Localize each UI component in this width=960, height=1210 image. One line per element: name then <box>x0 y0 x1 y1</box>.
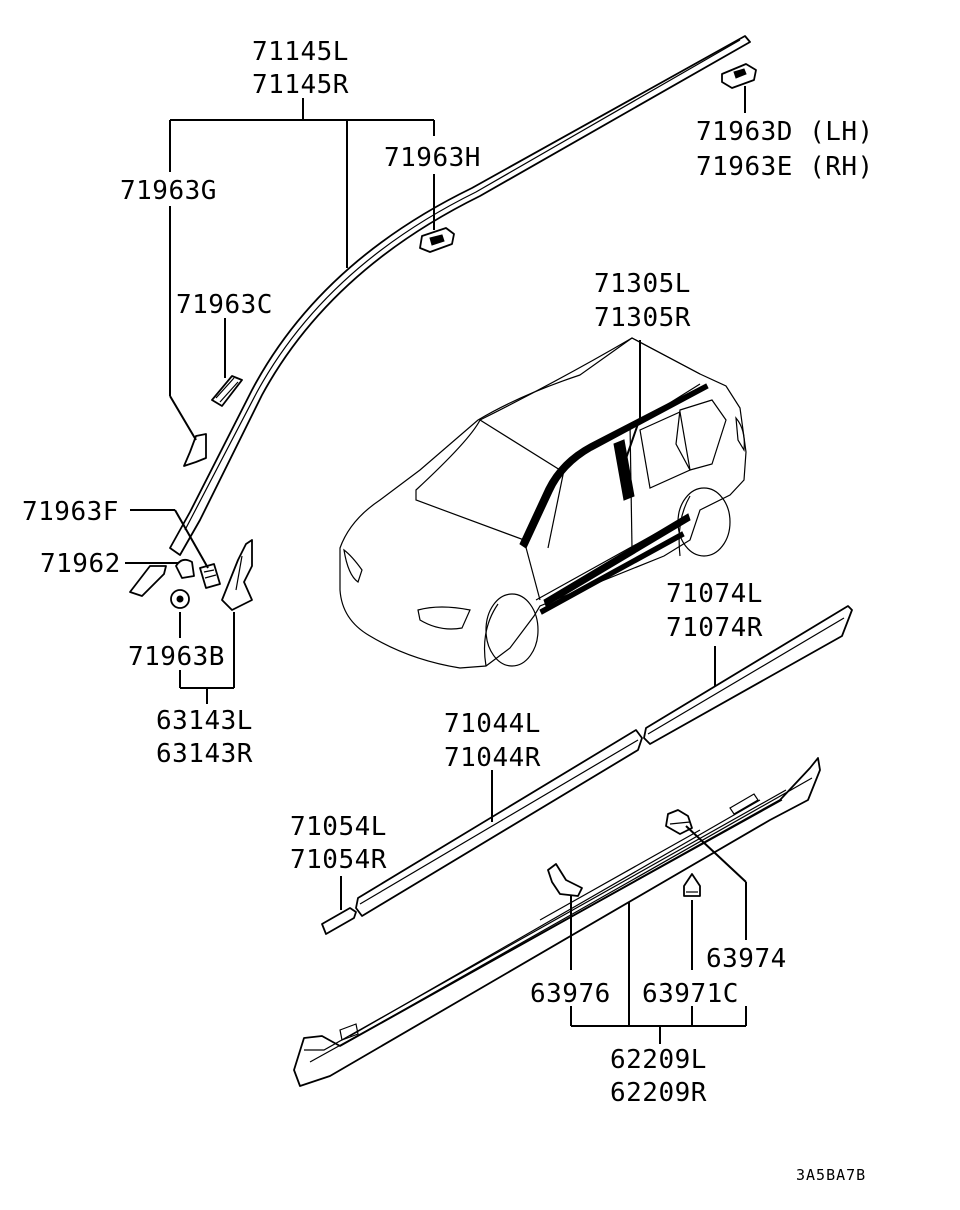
clip-71963h-icon[interactable] <box>419 227 455 253</box>
pillar-garnish[interactable] <box>221 539 253 611</box>
label-63974: 63974 <box>706 944 787 974</box>
label-71963e: 71963E (RH) <box>696 152 874 182</box>
label-71054l: 71054L <box>290 812 387 842</box>
clip-63974-icon[interactable] <box>665 809 693 835</box>
label-71963h: 71963H <box>384 143 481 173</box>
moulding-71054[interactable] <box>321 907 357 935</box>
label-71963f: 71963F <box>22 497 119 527</box>
label-62209l: 62209L <box>610 1045 707 1075</box>
label-71044l: 71044L <box>444 709 541 739</box>
label-71963c: 71963C <box>176 290 273 320</box>
label-71074r: 71074R <box>666 613 763 643</box>
clip-71963f-icon[interactable] <box>199 563 221 589</box>
label-71963d: 71963D (LH) <box>696 117 874 147</box>
side-sill-garnish[interactable] <box>293 757 821 1087</box>
label-63143l: 63143L <box>156 706 253 736</box>
clip-71963b-icon[interactable] <box>170 589 190 609</box>
clip-71962-icon[interactable] <box>175 558 195 579</box>
label-71074l: 71074L <box>666 579 763 609</box>
clip-71963d-icon[interactable] <box>721 63 757 89</box>
roof-moulding[interactable] <box>169 35 751 556</box>
diagram-code: 3A5BA7B <box>796 1166 866 1184</box>
moulding-71074[interactable] <box>643 605 853 745</box>
label-71305r: 71305R <box>594 303 691 333</box>
pillar-tape-71305[interactable] <box>613 439 635 501</box>
label-63143r: 63143R <box>156 739 253 769</box>
clip-71963c-icon[interactable] <box>211 375 243 407</box>
leader-71145 <box>170 98 435 268</box>
body-side-moulding-on-car[interactable] <box>539 513 691 615</box>
moulding-end-piece <box>129 565 167 597</box>
label-71145l: 71145L <box>252 37 349 67</box>
label-63971c: 63971C <box>642 979 739 1009</box>
label-71145r: 71145R <box>252 70 349 100</box>
moulding-71044[interactable] <box>355 729 643 917</box>
clip-63971c-icon[interactable] <box>683 873 701 897</box>
label-71963b: 71963B <box>128 642 225 672</box>
label-71305l: 71305L <box>594 269 691 299</box>
clip-63976-icon[interactable] <box>547 863 583 897</box>
label-71962: 71962 <box>40 549 121 579</box>
label-71963g: 71963G <box>120 176 217 206</box>
label-63976: 63976 <box>530 979 611 1009</box>
roof-moulding-on-car[interactable] <box>519 383 709 549</box>
label-62209r: 62209R <box>610 1078 707 1108</box>
label-71044r: 71044R <box>444 743 541 773</box>
label-71054r: 71054R <box>290 845 387 875</box>
clip-71963g-icon[interactable] <box>183 433 207 467</box>
